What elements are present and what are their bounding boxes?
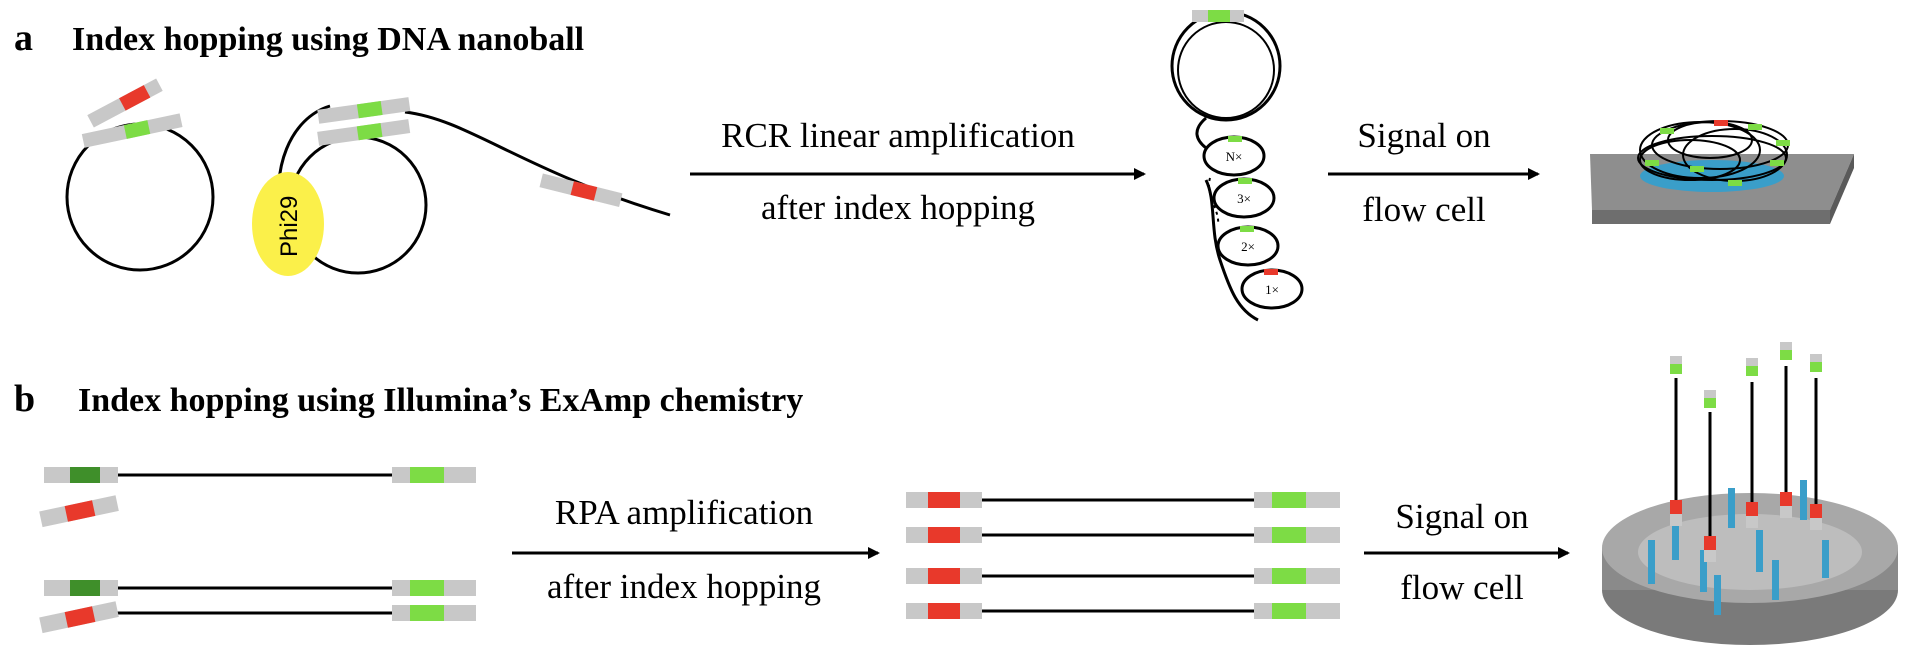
standing-strand bbox=[1670, 356, 1682, 526]
loop-n-label: N× bbox=[1226, 149, 1243, 164]
dotted-continuation bbox=[1207, 177, 1220, 226]
panel-a-title: Index hopping using DNA nanoball bbox=[72, 21, 584, 58]
dna-nanoball-chain: N× 3× 2× 1× bbox=[1170, 10, 1304, 322]
signal-arrow-a[interactable]: Signal on flow cell bbox=[1328, 116, 1540, 229]
signal-b-line2: flow cell bbox=[1400, 568, 1524, 607]
panel-b: b Index hopping using Illumina’s ExAmp c… bbox=[14, 342, 1898, 645]
standing-strand bbox=[1810, 354, 1822, 530]
amplicon-row bbox=[906, 527, 1340, 543]
amplicon-row bbox=[906, 568, 1340, 584]
phi29-label: Phi29 bbox=[276, 196, 303, 257]
hopping-red-primer bbox=[39, 495, 119, 528]
panel-a-letter: a bbox=[14, 17, 33, 59]
patterned-flow-cell-well bbox=[1602, 342, 1898, 645]
nanoball-flow-cell bbox=[1590, 120, 1854, 224]
nanoball-circle-inner bbox=[1177, 21, 1275, 119]
phi29-rcr-template: Phi29 bbox=[252, 97, 671, 276]
amplicon-row bbox=[906, 603, 1340, 619]
panel-b-title: Index hopping using Illumina’s ExAmp che… bbox=[78, 382, 803, 419]
green-index bbox=[123, 120, 151, 139]
examp-templates bbox=[39, 467, 476, 634]
rpa-label-line2: after index hopping bbox=[547, 567, 821, 606]
circular-template-with-free-index bbox=[65, 78, 215, 272]
signal-a-line2: flow cell bbox=[1362, 190, 1486, 229]
amplified-molecules bbox=[906, 492, 1340, 619]
signal-arrow-b[interactable]: Signal on flow cell bbox=[1364, 497, 1570, 607]
hopping-red-index bbox=[87, 78, 163, 128]
signal-b-line1: Signal on bbox=[1395, 497, 1528, 536]
signal-a-line1: Signal on bbox=[1357, 116, 1490, 155]
rpa-label-line1: RPA amplification bbox=[555, 493, 813, 532]
upper-adapter bbox=[317, 97, 411, 124]
panel-a: a Index hopping using DNA nanoball bbox=[14, 10, 1854, 322]
rcr-arrow[interactable]: RCR linear amplification after index hop… bbox=[690, 116, 1146, 227]
lower-adapter bbox=[317, 119, 411, 146]
well-floor bbox=[1638, 514, 1862, 590]
panel-b-letter: b bbox=[14, 378, 35, 420]
nanoball-circle bbox=[1170, 10, 1282, 122]
rcr-label-line1: RCR linear amplification bbox=[721, 116, 1075, 155]
loop-2-label: 2× bbox=[1241, 239, 1255, 254]
loop-3-label: 3× bbox=[1237, 191, 1251, 206]
standing-strand bbox=[1746, 358, 1758, 528]
rcr-label-line2: after index hopping bbox=[761, 188, 1035, 227]
loop-1-label: 1× bbox=[1265, 282, 1279, 297]
displaced-strand bbox=[404, 110, 671, 217]
standing-strand bbox=[1780, 342, 1792, 518]
displaced-red-index bbox=[539, 173, 623, 207]
bound-adapter bbox=[81, 113, 183, 148]
amplicon-row bbox=[906, 492, 1340, 508]
standing-strand bbox=[1704, 390, 1716, 562]
phi29-enzyme bbox=[252, 172, 324, 276]
rpa-arrow[interactable]: RPA amplification after index hopping bbox=[512, 493, 880, 606]
